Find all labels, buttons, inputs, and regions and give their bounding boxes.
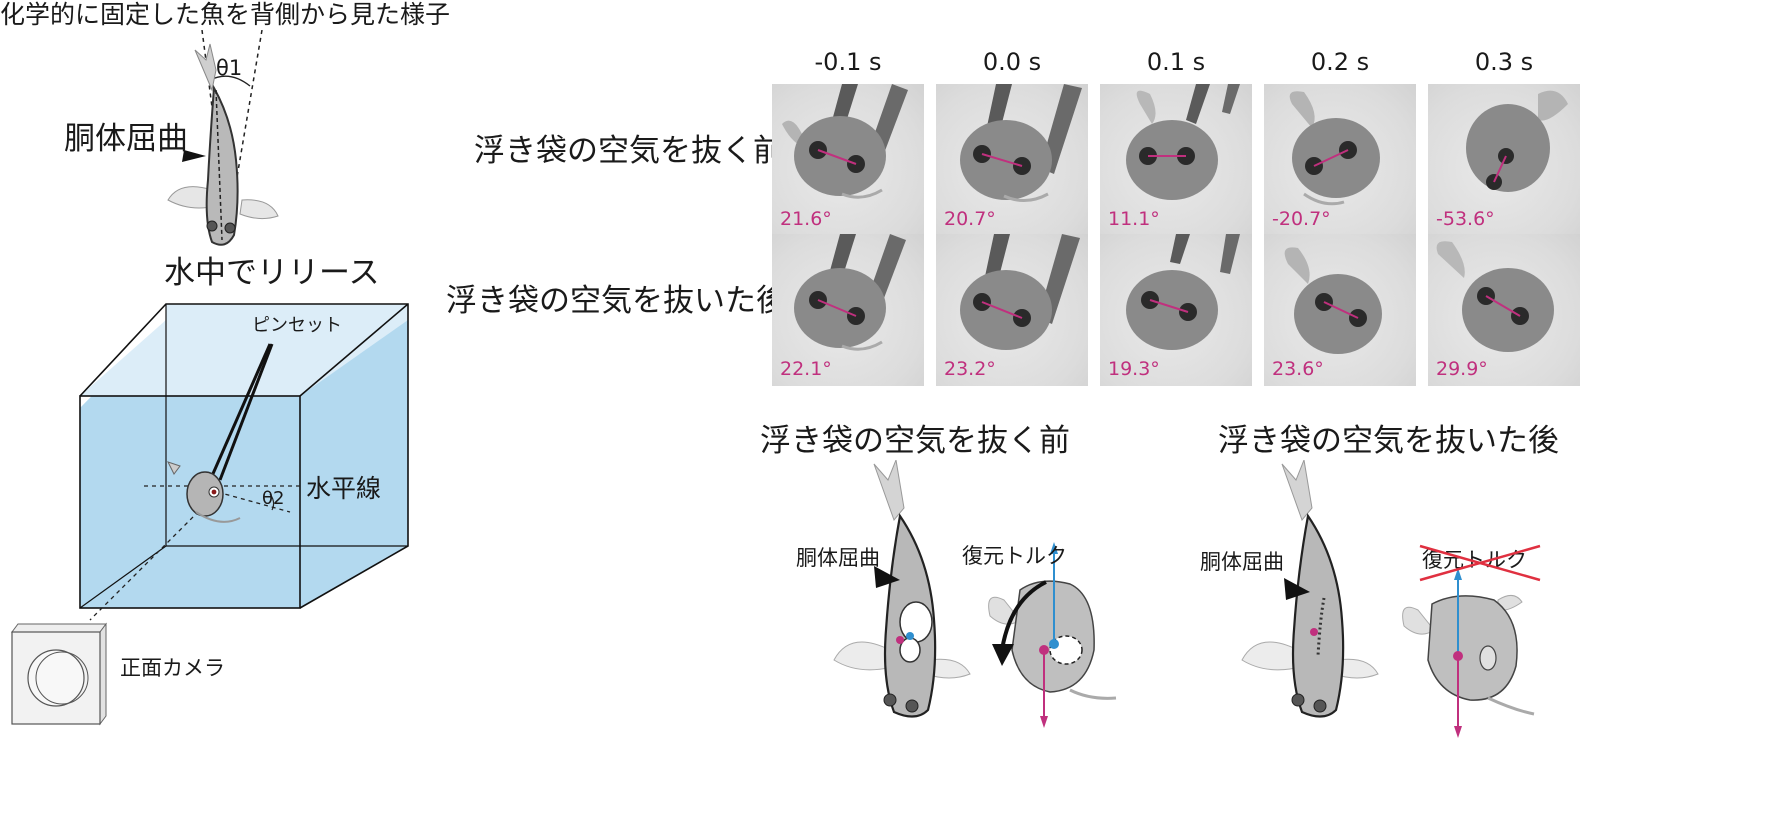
fish-before-frontview: [988, 542, 1117, 728]
figure-title: 化学的に固定した魚を背側から見た様子: [0, 0, 451, 29]
front-camera-icon: [11, 622, 107, 726]
tweezers-label: ピンセット: [252, 315, 342, 336]
time-label: 0.2 s: [1310, 48, 1370, 76]
theta2-label: θ2: [262, 488, 285, 509]
time-label: -0.1 s: [814, 48, 882, 76]
video-frame: 11.1°: [1100, 84, 1252, 236]
fish-after-frontview: [1402, 568, 1535, 738]
time-label: 0.0 s: [982, 48, 1042, 76]
bottom-title-before: 浮き袋の空気を抜く前: [760, 423, 1070, 459]
water-tank: [79, 303, 409, 621]
theta1-label: θ1: [216, 56, 243, 80]
angle-label: 20.7°: [944, 208, 996, 230]
angle-label: -20.7°: [1272, 208, 1331, 230]
fish-after-topview: [1241, 460, 1379, 718]
angle-label: 23.6°: [1272, 358, 1324, 380]
angle-label: 23.2°: [944, 358, 996, 380]
angle-label: 21.6°: [780, 208, 832, 230]
angle-label: -53.6°: [1436, 208, 1495, 230]
video-frame: 22.1°: [772, 234, 924, 386]
row-label-before: 浮き袋の空気を抜く前: [474, 133, 784, 169]
video-frame: 21.6°: [772, 84, 924, 236]
camera-label: 正面カメラ: [120, 656, 225, 680]
angle-label: 22.1°: [780, 358, 832, 380]
video-frame: -53.6°: [1428, 84, 1580, 236]
time-label: 0.3 s: [1474, 48, 1534, 76]
row-label-after: 浮き袋の空気を抜いた後: [446, 283, 787, 319]
horizon-label: 水平線: [306, 474, 382, 503]
angle-label: 29.9°: [1436, 358, 1488, 380]
angle-label: 19.3°: [1108, 358, 1160, 380]
torque-label-before: 復元トルク: [962, 544, 1067, 568]
angle-label: 11.1°: [1108, 208, 1160, 230]
video-frame: -20.7°: [1264, 84, 1416, 236]
video-frame: 29.9°: [1428, 234, 1580, 386]
video-frame: 20.7°: [936, 84, 1088, 236]
release-label: 水中でリリース: [164, 255, 380, 291]
bottom-title-after: 浮き袋の空気を抜いた後: [1218, 423, 1559, 459]
time-label: 0.1 s: [1146, 48, 1206, 76]
body-bend-label: 胴体屈曲: [64, 121, 188, 157]
body-bend-label-after: 胴体屈曲: [1200, 550, 1284, 574]
fish-before-topview: [833, 460, 971, 718]
video-frame: 23.2°: [936, 234, 1088, 386]
fish-top-view: [167, 30, 279, 246]
torque-cross-mark: [1419, 544, 1541, 582]
video-frame: 19.3°: [1100, 234, 1252, 386]
video-frame: 23.6°: [1264, 234, 1416, 386]
body-bend-label-before: 胴体屈曲: [796, 546, 880, 570]
